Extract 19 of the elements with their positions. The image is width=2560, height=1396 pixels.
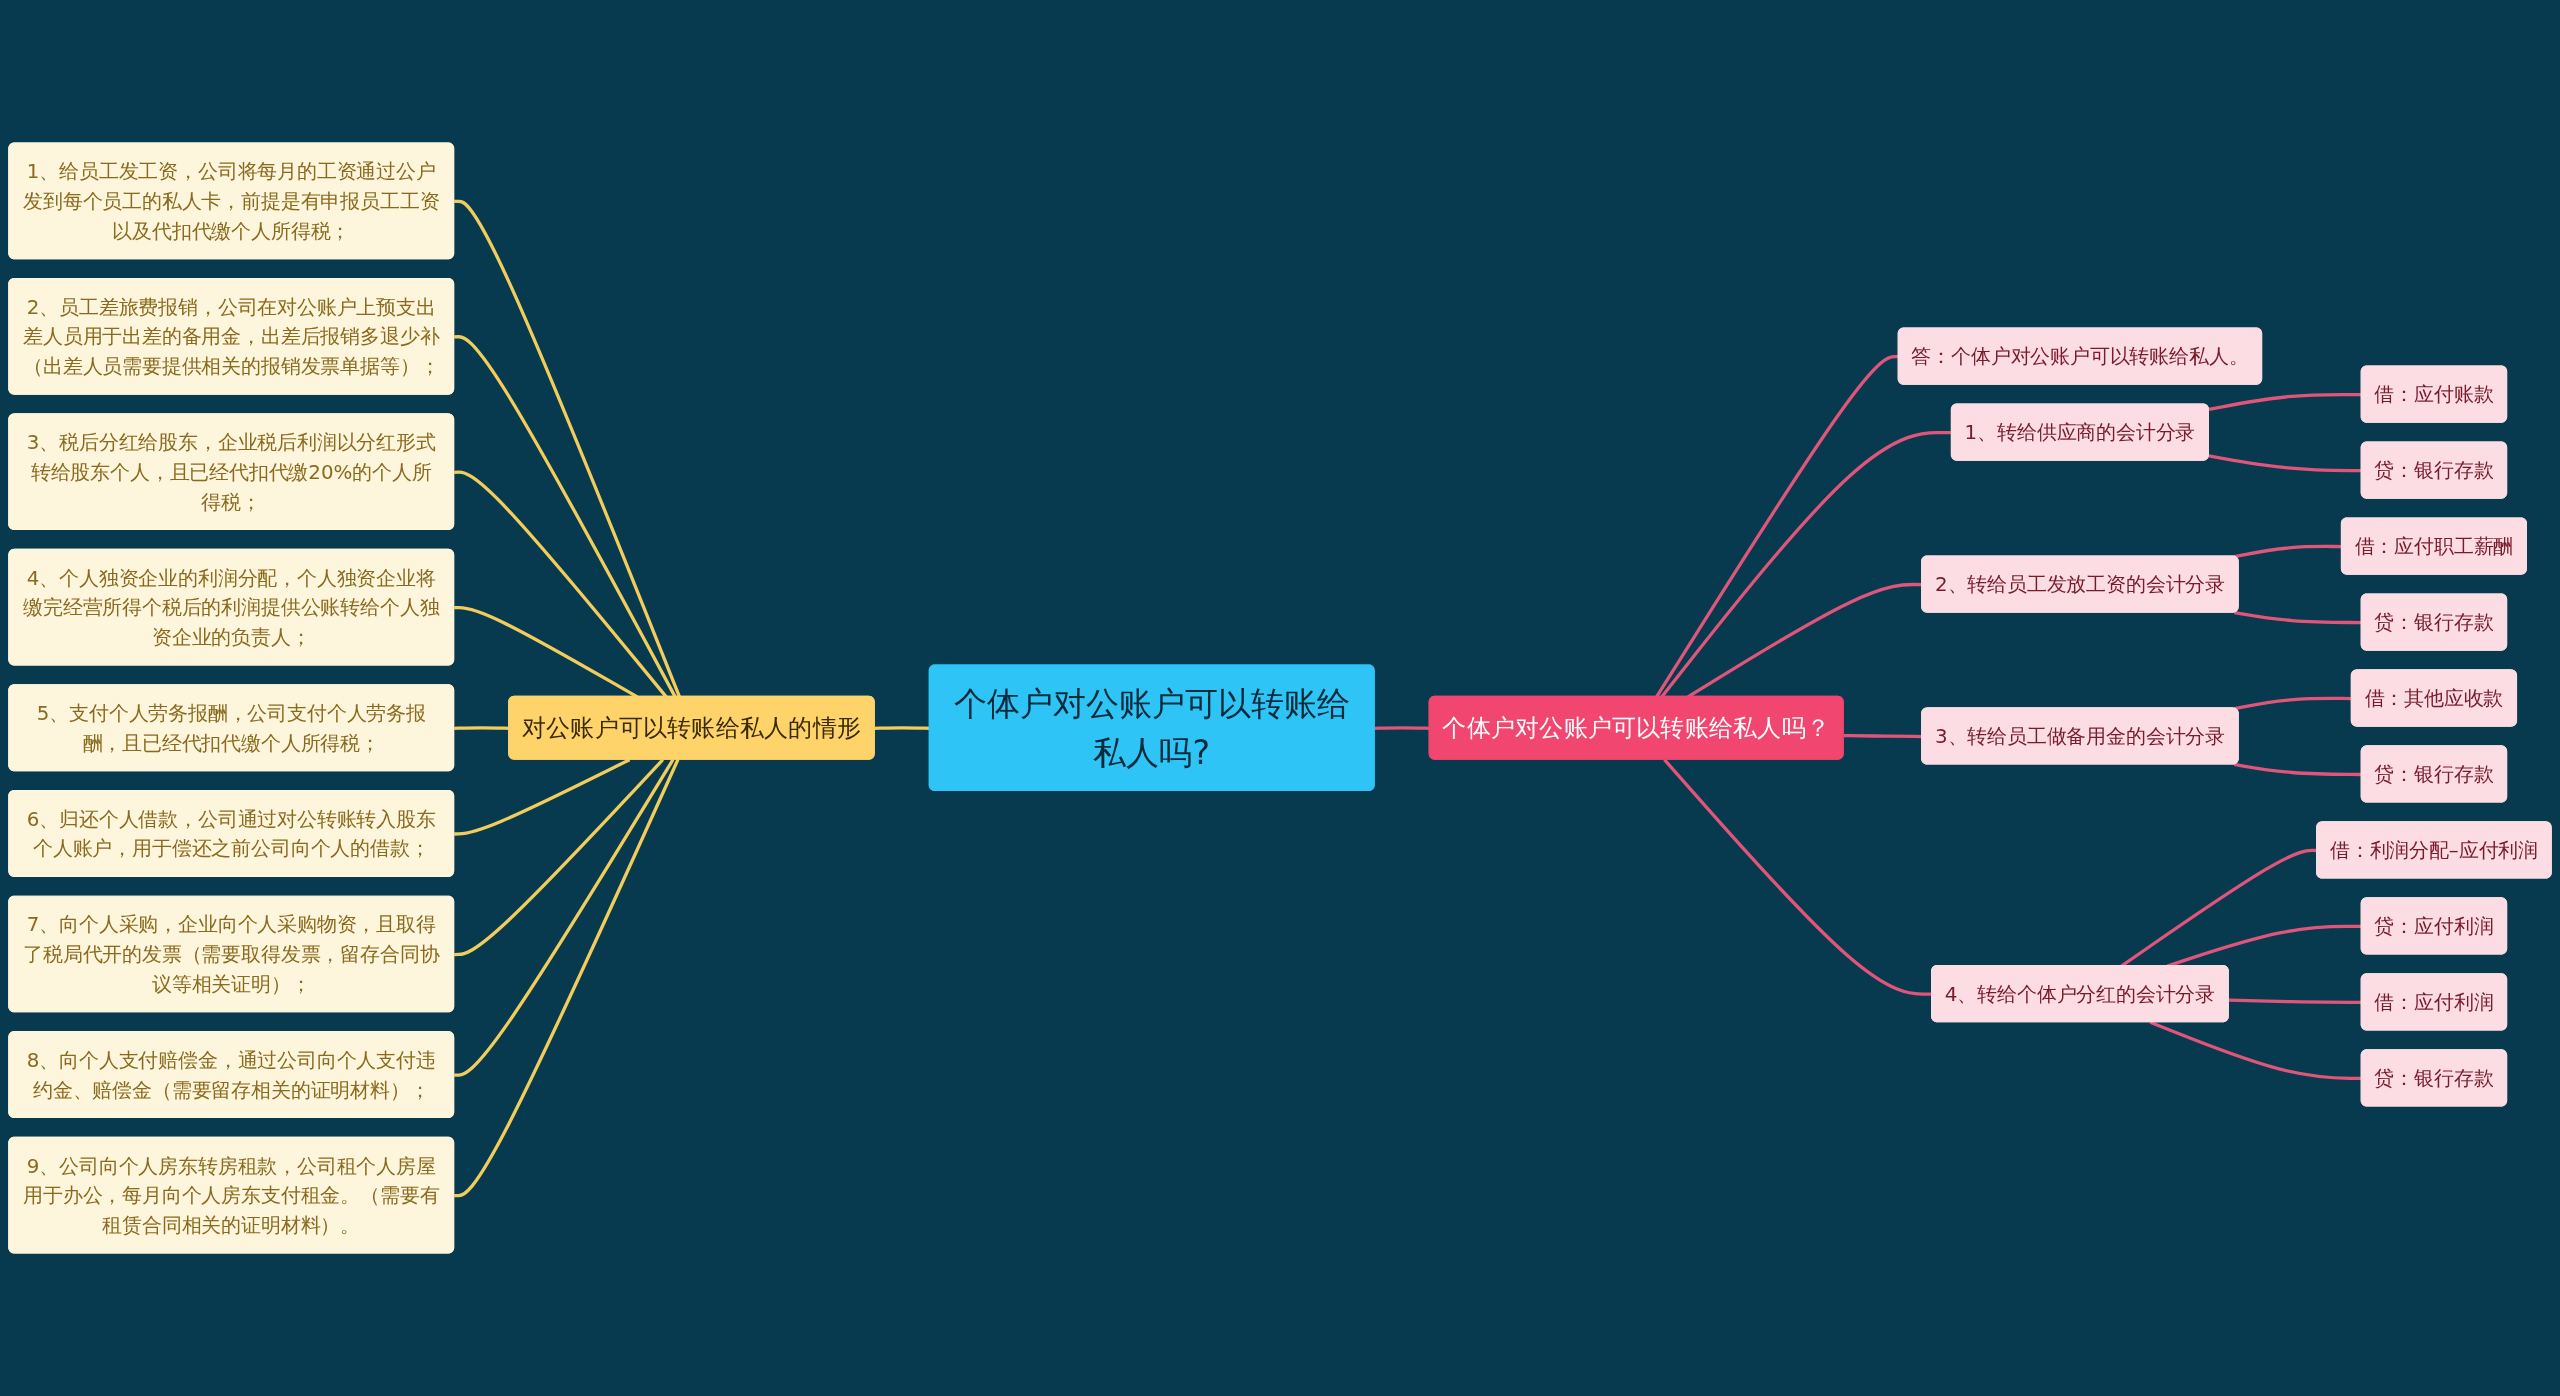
connector	[454, 758, 680, 1198]
connector	[2234, 610, 2362, 625]
connector	[454, 335, 677, 698]
connector	[2208, 392, 2362, 411]
connector	[454, 758, 665, 957]
connector	[1655, 354, 1899, 698]
connector	[2234, 696, 2352, 711]
connector	[1660, 430, 1952, 698]
connector	[2228, 998, 2362, 1005]
connector	[454, 199, 682, 698]
connector	[2208, 454, 2362, 473]
connector	[2149, 1020, 2362, 1081]
connector	[1374, 726, 1430, 730]
connector	[454, 758, 675, 1077]
connector	[2234, 762, 2362, 777]
connector	[2234, 544, 2342, 559]
connector	[454, 470, 668, 698]
connector	[454, 758, 631, 836]
connector	[874, 726, 930, 730]
